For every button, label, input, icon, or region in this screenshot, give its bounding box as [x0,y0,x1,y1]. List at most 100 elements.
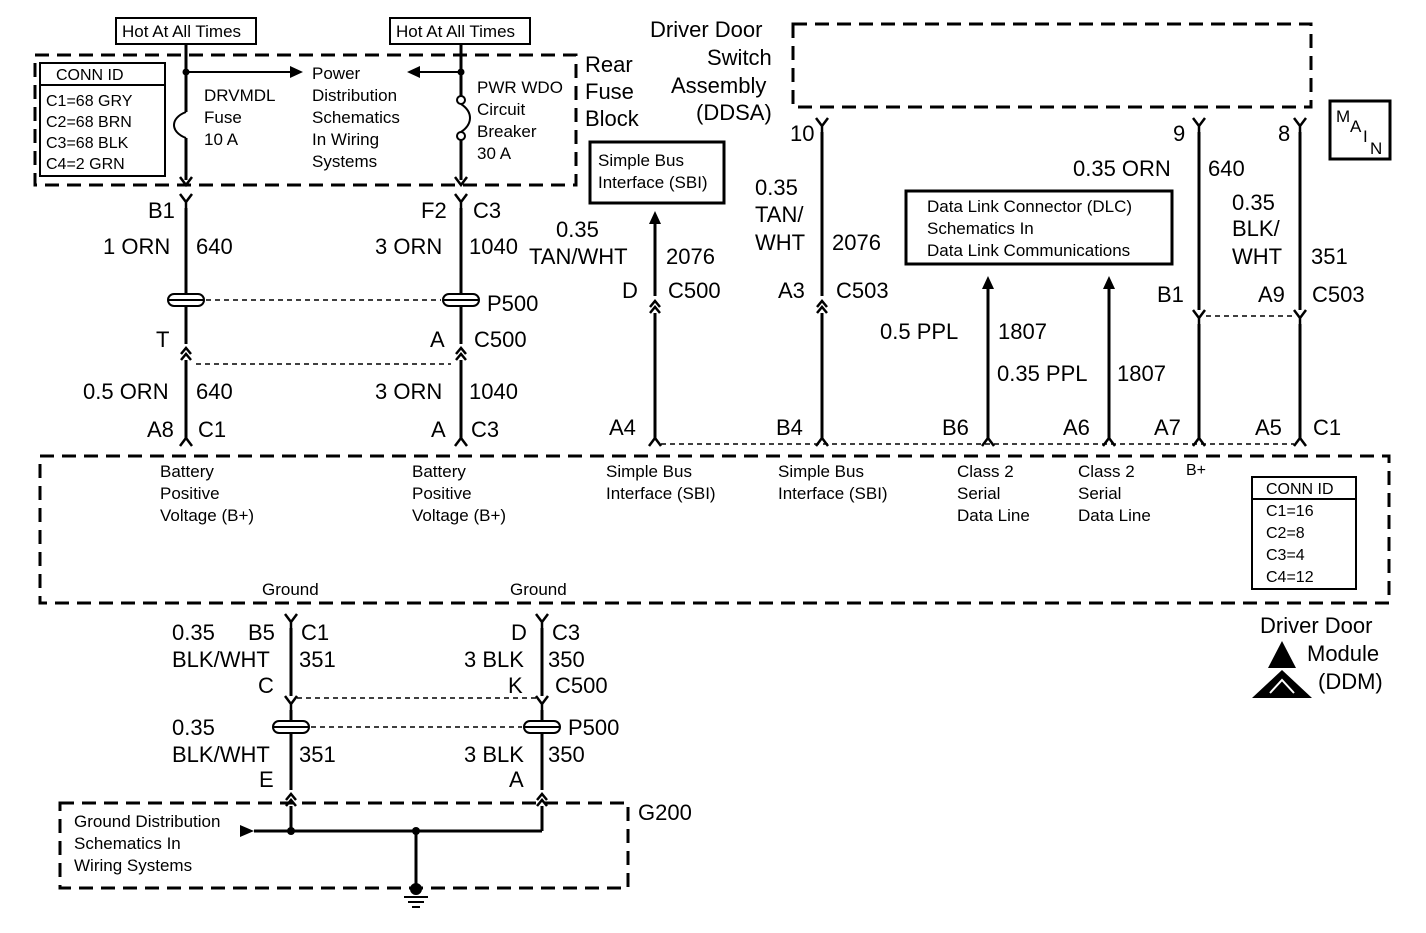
pin-d: D [622,278,638,303]
fuse-block-title-3: Block [585,106,640,131]
driver-door-module: Battery Positive Voltage (B+) Battery Po… [38,454,1391,698]
ddm-conn-id-title: CONN ID [1266,481,1334,498]
ddm-title: Driver Door [1260,613,1372,638]
wire-gauge: 0.35 [1232,190,1275,215]
pin-a9: A9 [1258,282,1285,307]
ddsa-title: Driver Door [650,17,762,42]
main-icon: M A I N [1328,99,1392,161]
conn-c1: C1 [198,417,226,442]
ddm-pin-label: Battery [160,462,214,481]
arrow-icon [407,66,420,78]
ground-label: Ground [510,580,567,599]
pin-k: K [508,673,523,698]
sbi-box-line-2: Interface (SBI) [598,173,708,192]
pds-label: Systems [312,152,377,171]
wire-gauge: 0.35 ORN [1073,156,1171,181]
fuse-label-3: 10 A [204,130,239,149]
breaker-label: Circuit [477,100,525,119]
circuit-number: 1040 [469,379,518,404]
circuit-number: 640 [1208,156,1245,181]
circuit-number: 640 [196,234,233,259]
hot-at-all-times-label-2: Hot At All Times [396,22,515,41]
circuit-number: 2076 [666,244,715,269]
ddm-conn-id-row: C1=16 [1266,503,1314,520]
dlc-box: Data Link Connector (DLC) Schematics In … [904,189,1174,266]
ddsa-title: Switch [707,45,772,70]
sbi-box: Simple Bus Interface (SBI) [588,140,726,205]
fuse-block-conn-id-row: C2=68 BRN [46,114,132,131]
dlc-box-line: Data Link Connector (DLC) [927,197,1132,216]
ddm-pin-label: Data Line [957,506,1030,525]
circuit-number: 350 [548,647,585,672]
pin-a: A [509,767,524,792]
main-icon-letter: A [1350,117,1362,136]
rear-fuse-block: Rear Fuse Block Hot At All Times Hot At … [33,17,640,187]
wire-gauge: 3 BLK [464,742,524,767]
wire-gauge: WHT [1232,244,1282,269]
circuit-number: 351 [299,647,336,672]
circuit-number: 640 [196,379,233,404]
fuse-block-title-2: Fuse [585,79,634,104]
wire-gauge: 0.35 PPL [997,361,1088,386]
fuse-block-title-1: Rear [585,52,633,77]
circuit-1807-b6: 0.5 PPL 1807 B6 [880,276,1047,448]
fuse-label-1: DRVMDL [204,86,275,105]
breaker-label: PWR WDO [477,78,563,97]
ddsa-title: Assembly [671,73,766,98]
wire-gauge: 0.35 [172,620,215,645]
g200-label: G200 [638,800,692,825]
ground-circuit-351: Ground 0.35 B5 C1 BLK/WHT 351 C 0.35 BLK… [172,580,336,831]
circuit-number: 2076 [832,230,881,255]
arrow-icon [1103,276,1115,289]
ground-label: Ground [262,580,319,599]
ddm-pin-label: Positive [412,484,472,503]
arrow-icon [240,825,254,837]
pin-a8: A8 [147,417,174,442]
main-icon-letter: I [1363,127,1368,146]
ddm-pin-label: Class 2 [1078,462,1135,481]
circuit-1807-a6: 0.35 PPL 1807 A6 [997,276,1166,448]
wire-gauge: 3 ORN [375,234,442,259]
ddm-pin-label: Simple Bus [606,462,692,481]
pin-t: T [156,327,169,352]
wire-gauge: TAN/WHT [529,244,628,269]
fuse-block-conn-id-row: C3=68 BLK [46,135,129,152]
dlc-box-line: Data Link Communications [927,241,1130,260]
fuse-icon [173,111,187,139]
wire-gauge: BLK/WHT [172,647,270,672]
ddm-pin-label: Data Line [1078,506,1151,525]
fuse-block-conn-id-row: C4=2 GRN [46,156,125,173]
ddm-title: (DDM) [1318,669,1383,694]
circuit-number: 1807 [998,319,1047,344]
pin-e: E [259,767,274,792]
circuit-number: 351 [1311,244,1348,269]
gds-label: Schematics In [74,834,181,853]
ddm-pin-label: Simple Bus [778,462,864,481]
hot-at-all-times-label-1: Hot At All Times [122,22,241,41]
esd-warning-icon [1268,641,1296,668]
wire-gauge: 0.5 ORN [83,379,169,404]
ddm-pin-label: Voltage (B+) [412,506,506,525]
hot-at-all-times-box-2 [389,17,531,45]
pds-label: Schematics [312,108,400,127]
fuse-block-conn-id-row: C1=68 GRY [46,93,133,110]
wire-gauge: BLK/ [1232,216,1281,241]
ddsa: Driver Door Switch Assembly (DDSA) 10 9 … [650,17,1313,146]
fuse-block-conn-id-box [39,62,166,177]
circuit-2076-ddsa: 0.35 TAN/ WHT 2076 A3 C503 B4 [755,116,889,448]
pds-label: Distribution [312,86,397,105]
circuit-number: 351 [299,742,336,767]
main-icon-letter: M [1336,107,1350,126]
circuit-640-ddsa: 0.35 ORN 640 B1 A7 [1073,116,1245,448]
dlc-box-line: Schematics In [927,219,1034,238]
arrow-icon [982,276,994,289]
ddm-pin-label: Class 2 [957,462,1014,481]
pin-d: D [511,620,527,645]
pds-label: In Wiring [312,130,379,149]
ddm-pin-label: Battery [412,462,466,481]
pin-b6: B6 [942,415,969,440]
wire-gauge: WHT [755,230,805,255]
ddm-title: Module [1307,641,1379,666]
ddsa-pin-8: 8 [1278,121,1290,146]
